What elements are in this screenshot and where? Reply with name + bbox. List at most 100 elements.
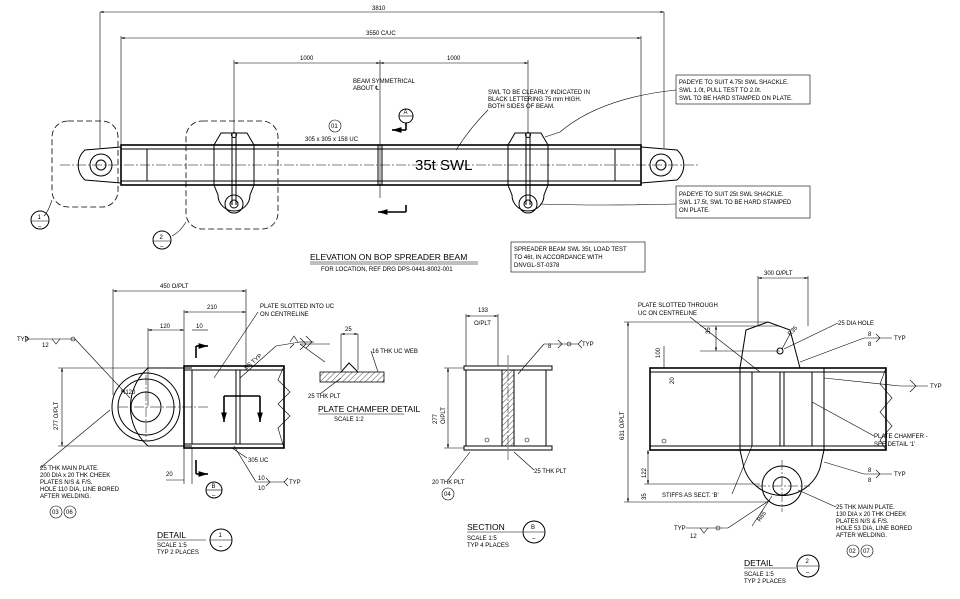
- d2-weld-8a: 8: [868, 332, 872, 338]
- detail-2-outline: [185, 120, 279, 230]
- d2-plate-note-1: 25 THK MAIN PLATE.: [836, 505, 895, 511]
- d1-weld-ss: SS TYP: [243, 353, 263, 371]
- d1-section-b-tag: B: [212, 484, 216, 490]
- load-test-note-box: [510, 241, 646, 273]
- d2-weld-8c: 8: [868, 468, 872, 474]
- load-test-note-1: SPREADER BEAM SWL 35t, LOAD TEST: [514, 247, 627, 253]
- chamfer-title: PLATE CHAMFER DETAIL: [318, 404, 420, 414]
- d1-dim-top: 450 O/PLT: [160, 284, 189, 290]
- d1-item-03: 03: [52, 510, 59, 516]
- detail-2-bubble: [152, 230, 172, 250]
- d2-chamfer-note-2: SEE DETAIL '1': [874, 442, 915, 448]
- svg-text:–: –: [219, 544, 223, 550]
- d2-stiffs: STIFFS AS SECT. 'B': [662, 493, 719, 499]
- detail-1-bubble: [30, 210, 50, 230]
- dim-right-1000: 1000: [447, 56, 461, 62]
- d2-scale: SCALE 1:5: [744, 572, 774, 578]
- sb-bubble-tag: B: [531, 525, 535, 531]
- d2-typ-e: TYP: [674, 526, 686, 532]
- dim-left-1000: 1000: [300, 56, 314, 62]
- padeye-bottom-note-3: ON PLATE.: [679, 208, 710, 214]
- svg-text:–: –: [160, 244, 164, 250]
- symmetry-note-1: BEAM SYMMETRICAL: [353, 79, 416, 85]
- d2-plate-note-5: AFTER WELDING.: [836, 533, 887, 539]
- d2-dim-300: 300 O/PLT: [764, 271, 793, 277]
- sb-typ-places: TYP 4 PLACES: [467, 543, 509, 549]
- d1-label: DETAIL: [157, 530, 186, 540]
- d1-uc-label: 305 UC: [248, 458, 269, 464]
- d2-slot-note-2: UC ON CENTRELINE: [638, 311, 697, 317]
- d1-uc: [183, 365, 285, 449]
- d2-typ-a: TYP: [894, 336, 906, 342]
- detail-2-view: 300 O/PLT PLATE SLOTTED THROUGH UC ON CE…: [620, 271, 942, 585]
- dim-centres: 3550 C/UC: [366, 31, 396, 37]
- d2-dim-35: 35: [706, 327, 712, 334]
- chamfer-dim-25: 25: [345, 327, 352, 333]
- d2-height: 631 O/PLT: [620, 411, 626, 440]
- svg-text:–: –: [806, 570, 810, 576]
- d1-plate-note-1: 25 THK MAIN PLATE.: [40, 466, 99, 472]
- d2-plate-note-4: HOLE 53 DIA, LINE BORED: [836, 526, 913, 532]
- padeye-top-note-2: SWL 1.0t, PULL TEST TO 2.0t.: [679, 88, 762, 94]
- d2-typ-places: TYP 2 PLACES: [744, 579, 786, 585]
- d1-radius: R120: [121, 390, 136, 396]
- chamfer-web-label: 16 THK UC WEB: [372, 349, 418, 355]
- d2-typ-b: TYP: [930, 384, 942, 390]
- padeye-top-note-3: SWL TO BE HARD STAMPED ON PLATE.: [679, 96, 793, 102]
- d1-typ-left: TYP: [17, 337, 29, 343]
- sb-weld-8: 8: [548, 344, 552, 350]
- chamfer-web: [319, 371, 385, 383]
- load-test-note-3: DNVGL-ST-0378: [514, 263, 560, 269]
- d1-dim-210: 210: [207, 305, 218, 311]
- sb-dim-133: 133: [478, 308, 489, 314]
- d2-dim-35b: 35: [642, 493, 648, 500]
- d2-bubble-tag: 2: [806, 559, 810, 565]
- d1-item-06: 06: [66, 510, 73, 516]
- d1-typ-right: TYP: [289, 480, 301, 486]
- padeye-bottom-note-2: SWL 17.5t, SWL TO BE HARD STAMPED: [679, 200, 792, 206]
- d1-plate-note-2: 200 DIA x 20 THK CHEEK: [40, 473, 110, 479]
- d1-item-06-bubble: [63, 505, 77, 519]
- d1-plate-note-5: AFTER WELDING.: [40, 494, 91, 500]
- d2-dim-100: 100: [656, 347, 662, 358]
- dim-overall: 3810: [372, 6, 386, 12]
- d2-weld-12: 12: [690, 534, 697, 540]
- section-a-tag: A: [404, 110, 408, 116]
- d2-item-02-bubble: [846, 544, 860, 558]
- sb-item-04-bubble: [441, 487, 455, 501]
- svg-text:–: –: [212, 493, 216, 499]
- elevation-title: ELEVATION ON BOP SPREADER BEAM: [310, 252, 467, 262]
- d1-plate-note-3: PLATES N/S & F/S.: [40, 480, 93, 486]
- sb-plt20: 20 THK PLT: [432, 480, 465, 486]
- d2-item-02: 02: [849, 549, 856, 555]
- svg-text:–: –: [38, 224, 42, 230]
- svg-text:–: –: [532, 536, 536, 542]
- d2-label: DETAIL: [744, 558, 773, 568]
- d2-weld-8d: 8: [868, 478, 872, 484]
- d1-scale: SCALE 1:5: [157, 543, 187, 549]
- d1-weld-12: 12: [42, 343, 49, 349]
- d1-slot-note-2: ON CENTRELINE: [260, 312, 309, 318]
- sb-plt25: 25 THK PLT: [534, 469, 567, 475]
- d1-height: 277 O/PLT: [54, 401, 60, 430]
- detail-1-outline: [51, 120, 119, 208]
- lettering-note-2: BLACK LETTERING 75 mm HIGH.: [488, 97, 582, 103]
- d1-slot-note-1: PLATE SLOTTED INTO UC: [260, 304, 335, 310]
- padeye-bottom-note-box: [675, 185, 811, 219]
- sb-dim-133-sub: O/PLT: [474, 321, 491, 327]
- d2-item-07: 07: [863, 549, 870, 555]
- d2-item-07-bubble: [860, 544, 874, 558]
- beam-size: 305 x 305 x 158 UC: [305, 137, 359, 143]
- d1-dim-120: 120: [160, 324, 171, 330]
- d2-r65: R65: [757, 510, 769, 523]
- d2-weld-8b: 8: [868, 342, 872, 348]
- sb-height-sub: O/PLT: [441, 407, 447, 424]
- swl-marking: 35t SWL: [415, 157, 473, 174]
- sb-typ: TYP: [582, 342, 594, 348]
- d2-chamfer-note-1: PLATE CHAMFER -: [874, 434, 928, 440]
- d1-typ-places: TYP 2 PLACES: [157, 550, 199, 556]
- d1-dim-20: 20: [166, 472, 173, 478]
- item-01: 01: [331, 124, 338, 130]
- d1-bubble-tag: 1: [219, 533, 223, 539]
